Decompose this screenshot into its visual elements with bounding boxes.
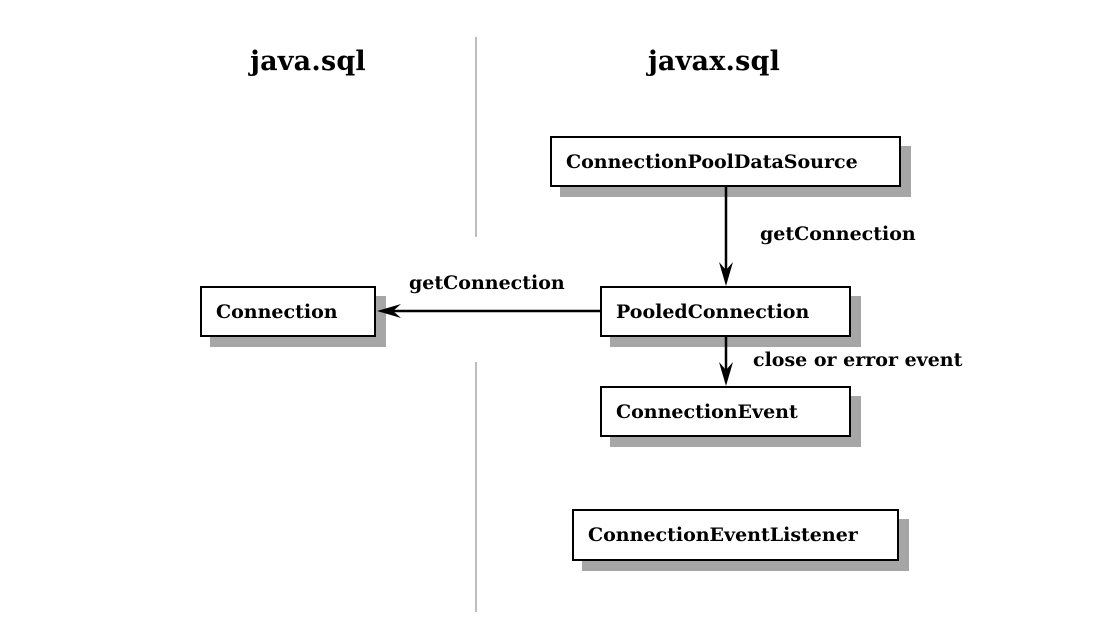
edge-label-close-or-error-event: close or error event [753,349,963,371]
arrowhead-down-icon [719,262,733,286]
connection-node: Connection [200,286,386,347]
package-divider-bottom [475,362,477,612]
connection-event-listener-label: ConnectionEventListener [572,509,899,561]
connection-pool-data-source-node: ConnectionPoolDataSource [550,136,911,197]
connection-label: Connection [200,286,376,337]
arrowhead-left-icon [377,304,401,318]
arrowhead-down-icon [719,362,733,386]
connection-pool-data-source-label: ConnectionPoolDataSource [550,136,901,187]
connection-event-node: ConnectionEvent [600,386,861,447]
pooled-connection-node: PooledConnection [600,286,861,347]
pooled-connection-label: PooledConnection [600,286,851,337]
java-sql-package-title: java.sql [250,46,366,77]
edge-label-get-connection: getConnection [409,272,565,294]
edge-label-get-connection-pooled: getConnection [760,223,916,245]
connection-event-label: ConnectionEvent [600,386,851,437]
package-divider-top [475,37,477,237]
connection-event-listener-node: ConnectionEventListener [572,509,909,571]
javax-sql-package-title: javax.sql [647,46,781,77]
